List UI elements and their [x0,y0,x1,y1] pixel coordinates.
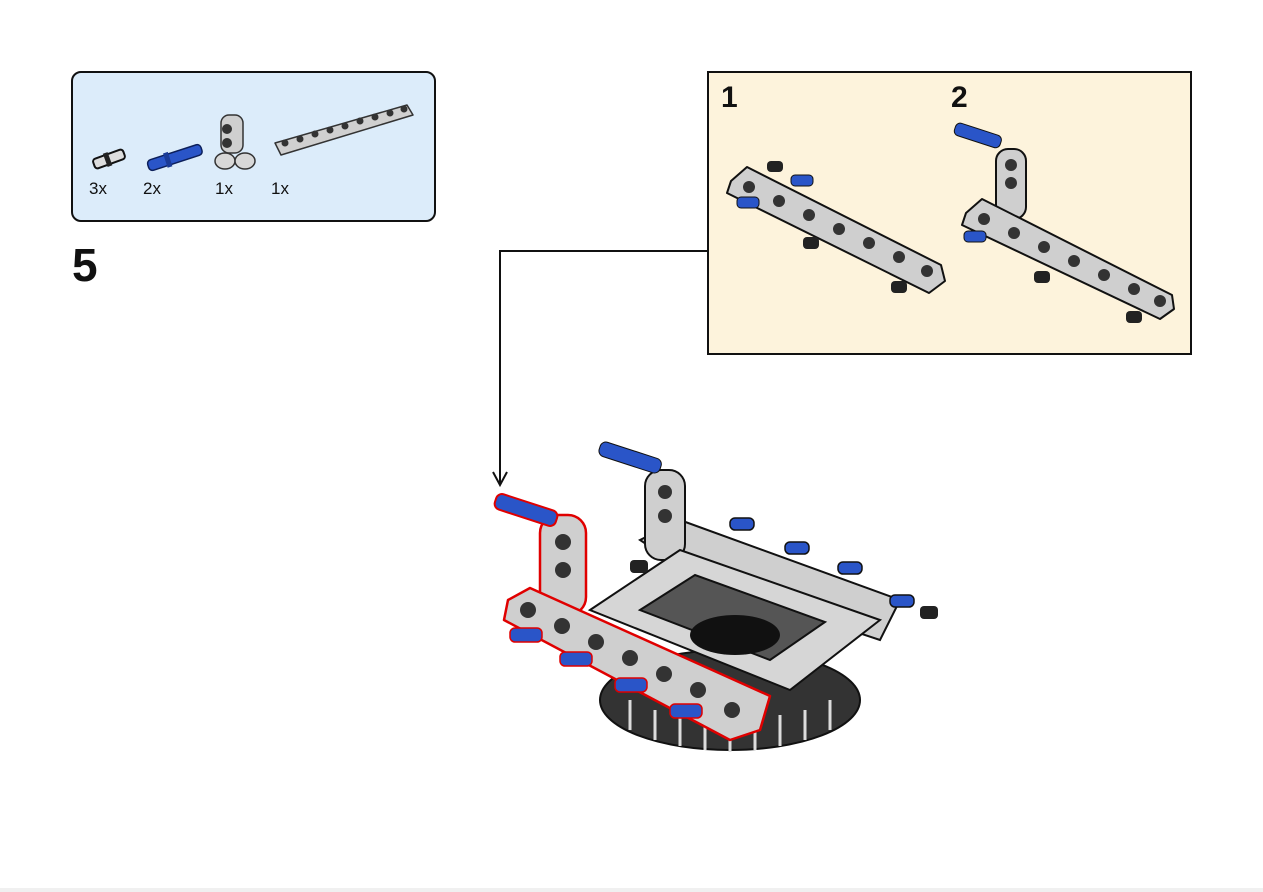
part-quantity: 1x [271,179,289,198]
page-bottom-edge [0,888,1263,892]
part-quantity: 1x [215,179,233,198]
beam-part-image [274,104,414,156]
blue-pin-part-image [146,143,203,172]
black-pin-part-image [92,148,126,170]
substep-callout: 1 2 [707,71,1192,355]
parts-list-callout: 3x 2x 1x 1x [71,71,436,222]
part-quantity: 2x [143,179,161,198]
substep-label-2: 2 [951,81,968,114]
substep-label-1: 1 [721,81,738,114]
substep-2-image [953,122,1175,323]
part-quantity: 3x [89,179,107,198]
step-number: 5 [72,239,98,291]
substep-1-image [726,161,946,294]
main-assembly-image [493,441,938,752]
connector-part-image [214,114,256,170]
